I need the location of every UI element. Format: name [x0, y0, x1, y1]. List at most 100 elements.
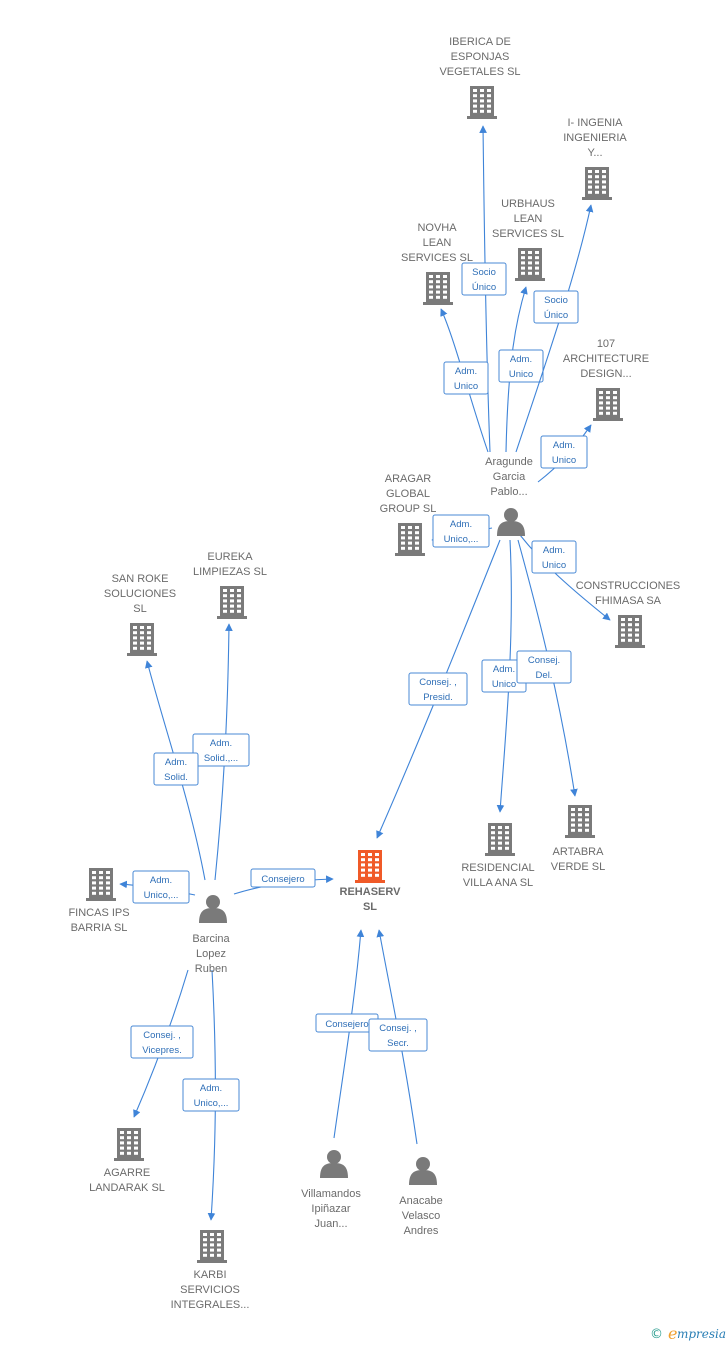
- edge-label-text: Presid.: [423, 692, 453, 703]
- edge-label[interactable]: Consejero: [250, 868, 316, 888]
- edge-label[interactable]: Adm.Unico: [540, 435, 588, 469]
- edge-label[interactable]: Consej. ,Vicepres.: [130, 1025, 194, 1059]
- edge-aragunde-artabra: Consej.Del.: [516, 539, 578, 797]
- node-label: CONSTRUCCIONES: [576, 580, 681, 592]
- building-icon: [197, 1230, 227, 1263]
- edge-label[interactable]: Consej.Del.: [516, 650, 572, 684]
- edge-label-box: [498, 349, 544, 383]
- node-label: NOVHA: [417, 222, 457, 234]
- building-icon: [485, 823, 515, 856]
- edge-label-text: Solid.,...: [204, 753, 238, 764]
- edge-label[interactable]: Adm.Unico: [498, 349, 544, 383]
- company-node-karbi[interactable]: KARBISERVICIOSINTEGRALES...: [171, 1230, 250, 1311]
- edge-label-text: Consej. ,: [143, 1030, 181, 1041]
- node-label: SERVICIOS: [180, 1284, 240, 1296]
- edge-barcina-fincas: Adm.Unico,...: [119, 870, 196, 904]
- building-icon: [593, 388, 623, 421]
- building-icon: [423, 272, 453, 305]
- edge-label-text: Consejero: [261, 874, 304, 885]
- edge-label-text: Adm.: [510, 354, 532, 365]
- edge-label-box: [130, 1025, 194, 1059]
- edge-aragunde-novha: Adm.Unico: [440, 308, 489, 453]
- node-label: LANDARAK SL: [89, 1182, 165, 1194]
- edge-label[interactable]: Consej. , Presid.: [408, 672, 468, 706]
- company-node-agarre[interactable]: AGARRE LANDARAK SL: [89, 1128, 165, 1194]
- edge-line: [515, 204, 594, 453]
- edge-label[interactable]: Adm.Unico,...: [182, 1078, 240, 1112]
- node-label: EUREKA: [207, 551, 253, 563]
- node-label: LEAN: [423, 237, 452, 249]
- company-node-arch107[interactable]: 107ARCHITECTUREDESIGN...: [563, 338, 649, 421]
- node-label: INTEGRALES...: [171, 1299, 250, 1311]
- edge-label[interactable]: Adm.Unico: [443, 361, 489, 395]
- node-label: Garcia: [493, 471, 526, 483]
- edge-label-box: [182, 1078, 240, 1112]
- edge-label[interactable]: Adm. Unico: [531, 540, 577, 574]
- node-label: FHIMASA SA: [595, 595, 662, 607]
- building-icon: [467, 86, 497, 119]
- node-label: VILLA ANA SL: [463, 877, 533, 889]
- copyright-icon: ©: [650, 1327, 663, 1342]
- person-icon: [409, 1157, 437, 1185]
- node-label: SERVICES SL: [492, 228, 564, 240]
- edge-label-text: Adm.: [543, 545, 565, 556]
- company-node-fhimasa[interactable]: CONSTRUCCIONES FHIMASA SA: [576, 580, 681, 648]
- node-label: ARAGAR: [385, 473, 432, 485]
- edge-label-text: Socio: [544, 295, 568, 306]
- company-node-ingenia[interactable]: I- INGENIAINGENIERIAY...: [563, 117, 627, 200]
- building-icon: [515, 248, 545, 281]
- edge-label-text: Adm.: [150, 875, 172, 886]
- edge-label[interactable]: Adm.Unico,...: [432, 514, 490, 548]
- edge-label-text: Adm.: [455, 366, 477, 377]
- edge-label-text: Adm.: [210, 738, 232, 749]
- edge-label-text: Socio: [472, 267, 496, 278]
- edge-label-text: Consejero: [325, 1019, 368, 1030]
- edge-label-box: [250, 868, 316, 888]
- edge-barcina-rehaserv: Consejero: [233, 868, 334, 895]
- edge-label-box: [443, 361, 489, 395]
- node-label: Ruben: [195, 963, 227, 975]
- node-label: Aragunde: [485, 456, 533, 468]
- building-icon: [127, 623, 157, 656]
- person-icon: [199, 895, 227, 923]
- edge-label[interactable]: Adm.Unico,...: [132, 870, 190, 904]
- building-icon: [86, 868, 116, 901]
- person-node-aragunde[interactable]: AragundeGarciaPablo...: [485, 456, 533, 536]
- building-icon: [395, 523, 425, 556]
- node-label: AGARRE: [104, 1167, 150, 1179]
- node-label: Velasco: [402, 1210, 441, 1222]
- node-label: I- INGENIA: [567, 117, 623, 129]
- node-label: VEGETALES SL: [439, 66, 520, 78]
- edge-label-text: Consej. ,: [419, 677, 457, 688]
- edge-label[interactable]: Consej. ,Secr.: [368, 1018, 428, 1052]
- edge-label-box: [408, 672, 468, 706]
- edge-label-text: Unico: [542, 560, 566, 571]
- edge-label[interactable]: Adm. Solid.,...: [192, 733, 250, 767]
- person-icon: [497, 508, 525, 536]
- brand-initial: e: [668, 1324, 677, 1343]
- node-label: Juan...: [314, 1218, 347, 1230]
- building-icon: [565, 805, 595, 838]
- edge-label[interactable]: Adm.Solid.: [153, 752, 199, 786]
- person-node-villamandos[interactable]: VillamandosIpiñazarJuan...: [301, 1150, 361, 1230]
- edge-label-box: [540, 435, 588, 469]
- edge-label-text: Adm.: [493, 664, 515, 675]
- edge-label-box: [192, 733, 250, 767]
- edge-label-text: Consej. ,: [379, 1023, 417, 1034]
- building-icon: [615, 615, 645, 648]
